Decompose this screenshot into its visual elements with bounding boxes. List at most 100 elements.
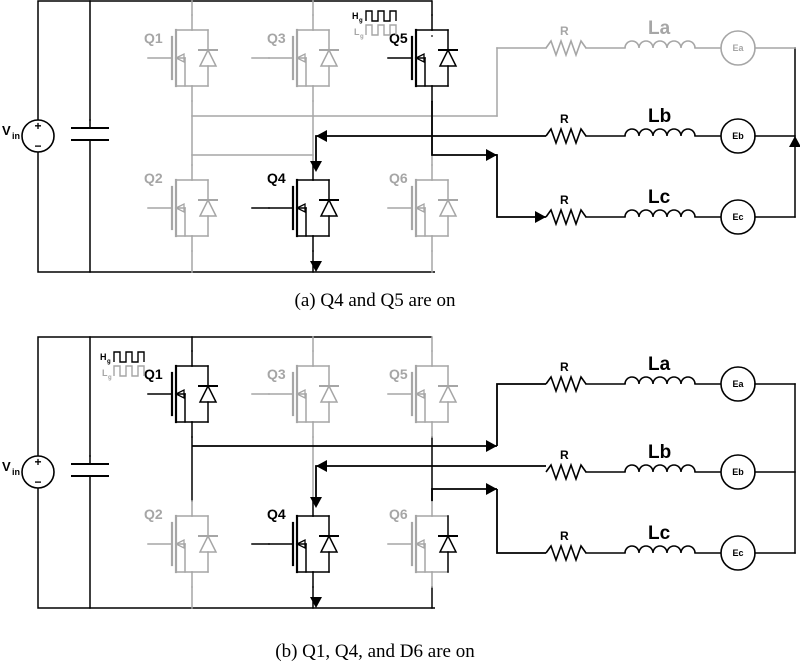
q5-label: Q5 — [389, 366, 408, 382]
pwm-high-wave — [365, 10, 397, 22]
q6-label: Q6 — [389, 170, 408, 186]
path-phase-b — [315, 465, 546, 501]
resistor — [545, 543, 587, 563]
inductor — [624, 128, 696, 137]
emf-label: Ea — [732, 379, 744, 389]
switch-q4 — [268, 500, 339, 588]
phase-a-branch: Ea R La — [545, 18, 756, 66]
pwm-high-wave — [113, 351, 145, 363]
phase-c-branch: Ec R Lc — [545, 523, 756, 571]
current-arrow — [789, 136, 800, 147]
resistor — [545, 38, 587, 58]
path-q5-out — [431, 101, 497, 156]
resistor — [545, 374, 587, 394]
q2-label: Q2 — [144, 170, 163, 186]
vin-sub: in — [12, 467, 20, 477]
current-arrow — [310, 497, 322, 508]
inductor-label-b: Lb — [648, 442, 671, 463]
switch-q3 — [268, 350, 339, 438]
dc-link-capacitor — [70, 455, 112, 477]
inductor-label-a: La — [648, 354, 671, 375]
phase-b-branch: Eb R Lb — [545, 106, 756, 154]
phase-b-branch: Eb R Lb — [545, 442, 756, 490]
caption-a: (a) Q4 and Q5 are on — [295, 290, 456, 311]
switch-q6 — [387, 164, 458, 252]
inductor-label-b: Lb — [648, 106, 671, 127]
q3-label: Q3 — [267, 30, 286, 46]
path-phase-a — [496, 383, 546, 446]
resistor-label-b: R — [560, 448, 569, 462]
q4-label: Q4 — [267, 170, 286, 186]
current-arrow — [316, 460, 327, 472]
source-plus: + — [34, 455, 41, 469]
inductor — [624, 545, 696, 554]
emf-label: Ec — [732, 548, 743, 558]
path-phase-c — [492, 154, 546, 218]
q6-label: Q6 — [389, 506, 408, 522]
vin-label: V — [2, 459, 11, 474]
inductor-label-c: Lc — [648, 523, 671, 544]
inductor-label-a: La — [648, 18, 671, 39]
pwm-low-sub: g — [108, 375, 112, 381]
resistor-label-c: R — [560, 193, 569, 207]
q1-label: Q1 — [144, 30, 163, 46]
switch-q1 — [147, 14, 218, 102]
emf-c: Ec — [720, 199, 756, 235]
dc-link-capacitor — [70, 119, 112, 141]
pwm-high-label: H — [352, 11, 359, 21]
top-rail-left — [37, 336, 432, 456]
current-arrow — [486, 440, 497, 452]
emf-a: Ea — [720, 366, 756, 402]
switch-q3 — [268, 14, 339, 102]
emf-c: Ec — [720, 535, 756, 571]
emf-b: Eb — [720, 118, 756, 154]
q4-label: Q4 — [267, 506, 286, 522]
switch-q4 — [268, 164, 339, 252]
switch-q2 — [147, 164, 218, 252]
current-arrow — [310, 261, 322, 272]
q2-label: Q2 — [144, 506, 163, 522]
switch-q1 — [147, 350, 218, 438]
inductor-label-c: Lc — [648, 187, 671, 208]
pwm-low-label: L — [354, 27, 360, 37]
source-plus: + — [34, 119, 41, 133]
pwm-low-wave — [113, 365, 145, 377]
vin-label: V — [2, 123, 11, 138]
current-arrow — [316, 130, 327, 142]
resistor-label-a: R — [560, 24, 569, 38]
path-phase-b — [315, 135, 546, 165]
resistor-label-c: R — [560, 529, 569, 543]
inductor — [624, 464, 696, 473]
bottom-rail-left — [37, 152, 435, 273]
emf-label: Eb — [732, 467, 744, 477]
caption-b: (b) Q1, Q4, and D6 are on — [275, 641, 475, 662]
inductor — [624, 40, 696, 49]
switch-q5 — [387, 14, 458, 102]
resistor-label-b: R — [560, 112, 569, 126]
source-minus: − — [34, 139, 41, 153]
emf-label: Ec — [732, 212, 743, 222]
source-minus: − — [34, 475, 41, 489]
emf-label: Eb — [732, 131, 744, 141]
pwm-low-sub: g — [360, 34, 364, 40]
pwm-low-wave — [365, 24, 397, 36]
path-phase-c — [496, 489, 546, 554]
resistor — [545, 126, 587, 146]
phase-c-branch: Ec R Lc — [545, 187, 756, 235]
vin-sub: in — [12, 131, 20, 141]
resistor — [545, 207, 587, 227]
switch-q6 — [387, 500, 458, 588]
pwm-low-label: L — [102, 368, 108, 378]
emf-a: Ea — [720, 30, 756, 66]
current-arrow — [486, 149, 497, 161]
resistor — [545, 462, 587, 482]
pwm-high-sub: g — [359, 18, 363, 24]
current-arrow — [535, 211, 546, 223]
